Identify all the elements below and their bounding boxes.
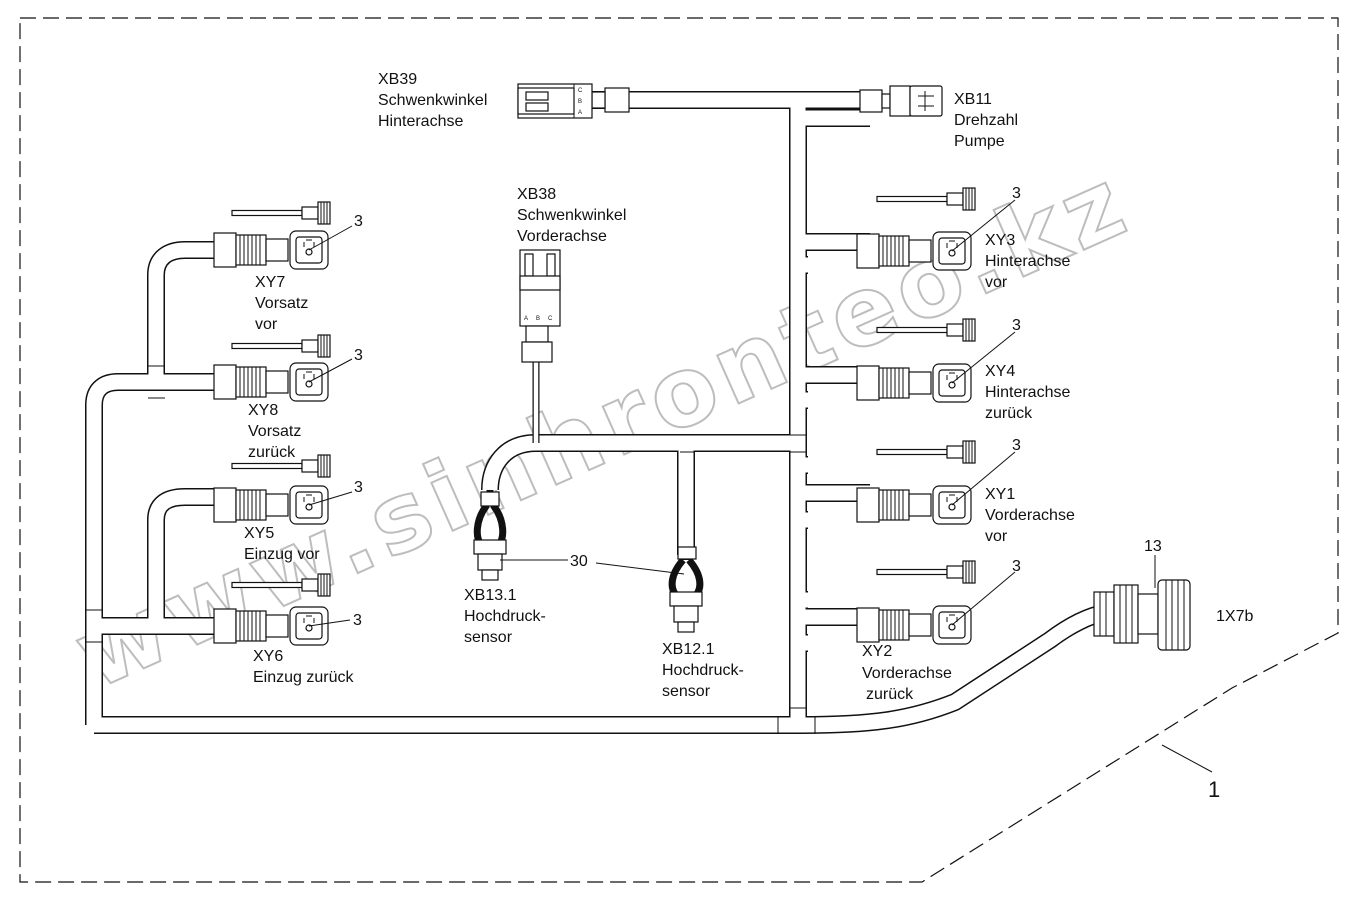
xy8-line2: zurück [248, 444, 296, 461]
xb39-line2: Hinterachse [378, 113, 463, 130]
xy8-plug [213, 362, 329, 402]
xy5-line1: Einzug vor [244, 546, 320, 563]
xy4-plug [856, 363, 972, 403]
xb12-id: XB12.1 [662, 641, 715, 658]
loose-plug-xy8 [231, 334, 331, 358]
xy6-line1: Einzug zurück [253, 669, 354, 686]
xy3-line1: Hinterachse [985, 253, 1070, 270]
xb12-connector [669, 546, 703, 633]
xb38-pin-b: B [536, 316, 540, 322]
xb13-label: XB13.1 Hochdruck- sensor [464, 587, 546, 646]
xb38-pin-a: A [524, 316, 528, 322]
xy4-label: XY4 Hinterachse zurück [985, 363, 1070, 422]
callout-30: 30 [570, 553, 588, 570]
xy8-id: XY8 [248, 402, 278, 419]
callout-3-xy6: 3 [353, 612, 362, 629]
xb39-id: XB39 [378, 71, 417, 88]
xy2-line1: Vorderachse [862, 665, 952, 682]
callout-3-xy8: 3 [354, 347, 363, 364]
xy1-plug [856, 485, 972, 525]
xy3-line2: vor [985, 274, 1008, 291]
xy6-id: XY6 [253, 648, 283, 665]
xb39-label: XB39 Schwenkwinkel Hinterachse [378, 71, 487, 130]
xb11-label: XB11 Drehzahl Pumpe [954, 91, 1018, 150]
loose-plug-xy7 [231, 201, 331, 225]
xb38-line2: Vorderachse [517, 228, 607, 245]
xy1-id: XY1 [985, 486, 1015, 503]
xb13-id: XB13.1 [464, 587, 517, 604]
xy5-id: XY5 [244, 525, 274, 542]
xb39-connector: C B A [517, 83, 630, 119]
loose-plug-xy1 [876, 440, 976, 464]
xy2-plug [856, 605, 972, 645]
xb39-pin-a: A [578, 110, 582, 116]
xb38-line1: Schwenkwinkel [517, 207, 626, 224]
xy7-label: XY7 Vorsatz vor [255, 274, 308, 333]
branch-ticks [86, 365, 816, 734]
xb38-pin-c: C [548, 316, 553, 322]
xb11-line1: Drehzahl [954, 112, 1018, 129]
callout-3-xy2: 3 [1012, 558, 1021, 575]
xy3-id: XY3 [985, 232, 1015, 249]
x7b-id: 1X7b [1216, 608, 1253, 625]
xb38-label: XB38 Schwenkwinkel Vorderachse [517, 186, 626, 245]
xy1-label: XY1 Vorderachse vor [985, 486, 1075, 545]
leader-lines [308, 199, 1213, 773]
xy4-id: XY4 [985, 363, 1015, 380]
xy7-plug [213, 230, 329, 270]
xb11-id: XB11 [954, 91, 992, 108]
frame-label-1: 1 [1208, 777, 1220, 802]
xb11-connector [859, 85, 943, 117]
xy7-line2: vor [255, 316, 278, 333]
xy1-line2: vor [985, 528, 1008, 545]
xy2-id: XY2 [862, 643, 892, 660]
xb13-connector [473, 491, 507, 581]
xb12-label: XB12.1 Hochdruck- sensor [662, 641, 744, 700]
xb12-line2: sensor [662, 683, 711, 700]
xb38-connector: A B C [519, 249, 561, 363]
callout-3-xy7: 3 [354, 213, 363, 230]
xy6-label: XY6 Einzug zurück [253, 648, 354, 686]
xb11-line2: Pumpe [954, 133, 1005, 150]
xy5-label: XY5 Einzug vor [244, 525, 320, 563]
xy3-label: XY3 Hinterachse vor [985, 232, 1070, 291]
xy2-label: XY2 Vorderachse zurück [862, 643, 952, 703]
x7b-connector [1093, 579, 1191, 651]
xy7-line1: Vorsatz [255, 295, 308, 312]
xy8-label: XY8 Vorsatz zurück [248, 402, 301, 461]
callout-3-xy3: 3 [1012, 185, 1021, 202]
xb39-pin-c: C [578, 88, 583, 94]
xy4-line1: Hinterachse [985, 384, 1070, 401]
xb13-line2: sensor [464, 629, 513, 646]
xb38-id: XB38 [517, 186, 556, 203]
callout-3-xy4: 3 [1012, 317, 1021, 334]
xb12-line1: Hochdruck- [662, 662, 744, 679]
xy7-id: XY7 [255, 274, 285, 291]
callout-3-xy5: 3 [354, 479, 363, 496]
callout-3-xy1: 3 [1012, 437, 1021, 454]
xb13-line1: Hochdruck- [464, 608, 546, 625]
assembly-frame [19, 17, 1339, 883]
loose-plug-xy2 [876, 560, 976, 584]
xy1-line1: Vorderachse [985, 507, 1075, 524]
xy8-line1: Vorsatz [248, 423, 301, 440]
xb39-pin-b: B [578, 99, 582, 105]
xy2-line2: zurück [866, 686, 914, 703]
xb39-line1: Schwenkwinkel [378, 92, 487, 109]
callout-13: 13 [1144, 538, 1162, 555]
xy4-line2: zurück [985, 405, 1033, 422]
